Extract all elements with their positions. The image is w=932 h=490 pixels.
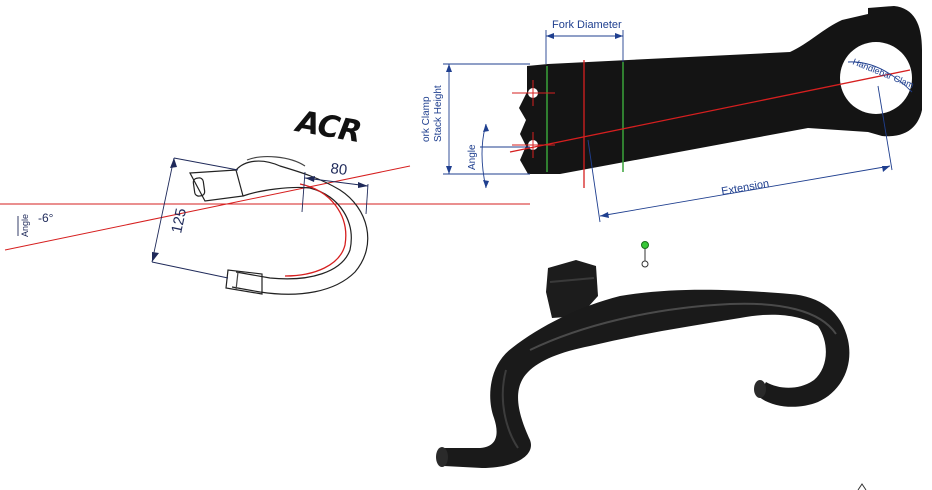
fork-clamp-label-line2: Stack Height: [433, 85, 444, 142]
handlebar-clamp-hole: [840, 42, 912, 114]
stem-angle-label: Angle: [467, 144, 478, 170]
resize-handle-corner[interactable]: [857, 483, 867, 490]
angle-reference-line: [4, 165, 411, 251]
drop-dimension: [151, 157, 239, 279]
bar-end-left: [436, 447, 448, 467]
drop-value: 125: [168, 207, 190, 235]
selection-handle-point[interactable]: [641, 260, 649, 268]
handlebar-drop-outline: [189, 156, 369, 295]
stem-diagram: Fork Diameter ork Clamp Stack Height Ang…: [421, 6, 922, 223]
stem-dimension-lines: [443, 30, 913, 223]
handlebar-body: [440, 289, 850, 468]
reach-dimension: [301, 171, 369, 215]
rotation-handle[interactable]: [641, 241, 649, 268]
integrated-stem: [546, 260, 598, 318]
handlebar-line-drawing: 125 80 Angle -6° ACR: [0, 104, 530, 295]
rotation-handle-knob[interactable]: [641, 241, 649, 249]
reach-value: 80: [330, 160, 349, 179]
stem-centerline: [509, 69, 911, 153]
fork-clamp-label-line1: ork Clamp: [421, 96, 432, 142]
drop-centerline: [284, 183, 347, 277]
carbon-handlebar-render: [436, 260, 850, 468]
handlebar-highlight: [529, 302, 837, 351]
extension-label: Extension: [720, 178, 770, 198]
bar-end-right: [754, 380, 766, 398]
acr-logo: ACR: [292, 104, 363, 150]
angle-value: -6°: [38, 211, 54, 225]
fork-diameter-label: Fork Diameter: [552, 19, 622, 31]
stem-dimension-arrows: [446, 33, 890, 218]
stem-body: [519, 6, 922, 174]
angle-label: Angle: [20, 214, 30, 237]
